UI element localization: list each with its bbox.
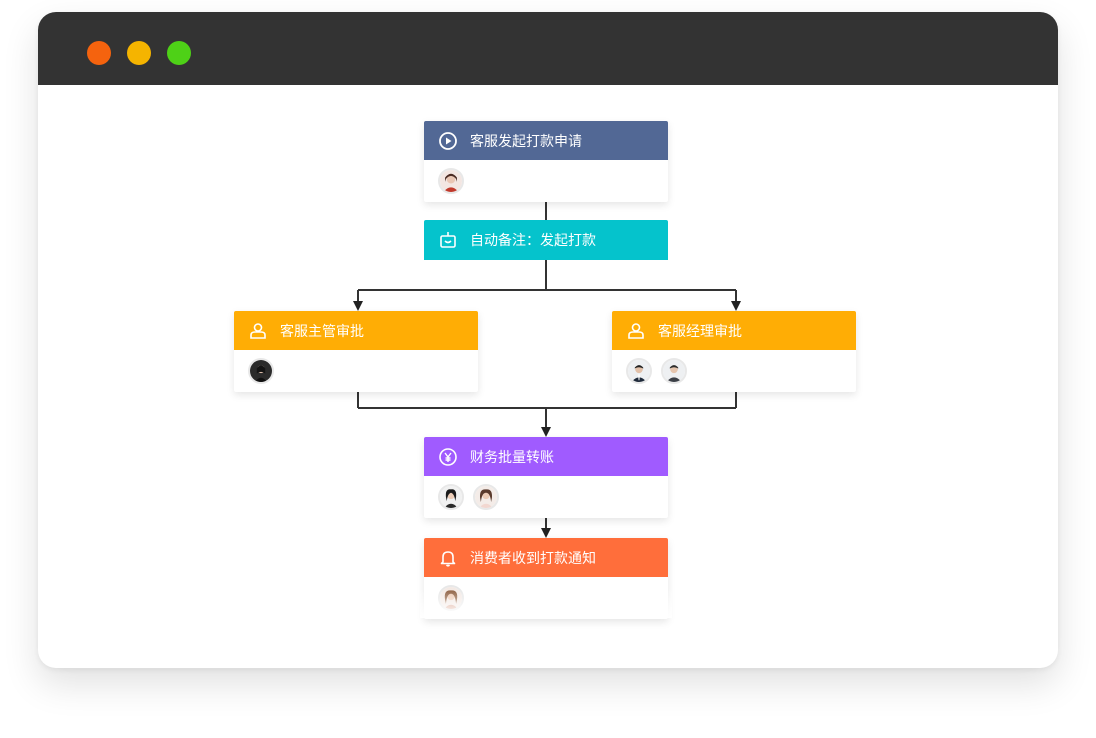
flow-node-start[interactable]: 客服发起打款申请: [424, 121, 668, 202]
avatar: [438, 168, 464, 194]
node-header: 客服主管审批: [234, 311, 478, 350]
node-header: 消费者收到打款通知: [424, 538, 668, 577]
node-title: 财务批量转账: [470, 449, 554, 466]
play-circle-icon: [438, 131, 458, 151]
flow-node-manager-approval[interactable]: 客服经理审批: [612, 311, 856, 392]
node-assignees: [424, 476, 668, 518]
bottom-fade: [420, 588, 672, 618]
approver-icon: [248, 321, 268, 341]
node-assignees: [424, 160, 668, 202]
node-title: 客服经理审批: [658, 323, 742, 340]
avatar: [661, 358, 687, 384]
robot-icon: [438, 230, 458, 250]
bell-icon: [438, 548, 458, 568]
minimize-window-button[interactable]: [127, 41, 151, 65]
node-assignees: [612, 350, 856, 392]
node-header: 财务批量转账: [424, 437, 668, 476]
flow-node-auto-remark[interactable]: 自动备注：发起打款: [424, 220, 668, 260]
avatar: [438, 484, 464, 510]
node-header: 自动备注：发起打款: [424, 220, 668, 260]
node-title: 自动备注：发起打款: [470, 233, 596, 249]
avatar: [626, 358, 652, 384]
node-header: 客服发起打款申请: [424, 121, 668, 160]
flow-node-supervisor-approval[interactable]: 客服主管审批: [234, 311, 478, 392]
maximize-window-button[interactable]: [167, 41, 191, 65]
title-bar: [38, 12, 1058, 85]
node-title: 消费者收到打款通知: [470, 550, 596, 567]
node-title: 客服发起打款申请: [470, 133, 582, 150]
flow-node-finance-transfer[interactable]: 财务批量转账: [424, 437, 668, 518]
avatar: [473, 484, 499, 510]
close-window-button[interactable]: [87, 41, 111, 65]
node-assignees: [234, 350, 478, 392]
yuan-icon: [438, 447, 458, 467]
node-header: 客服经理审批: [612, 311, 856, 350]
avatar: [248, 358, 274, 384]
node-title: 客服主管审批: [280, 323, 364, 340]
approver-icon: [626, 321, 646, 341]
